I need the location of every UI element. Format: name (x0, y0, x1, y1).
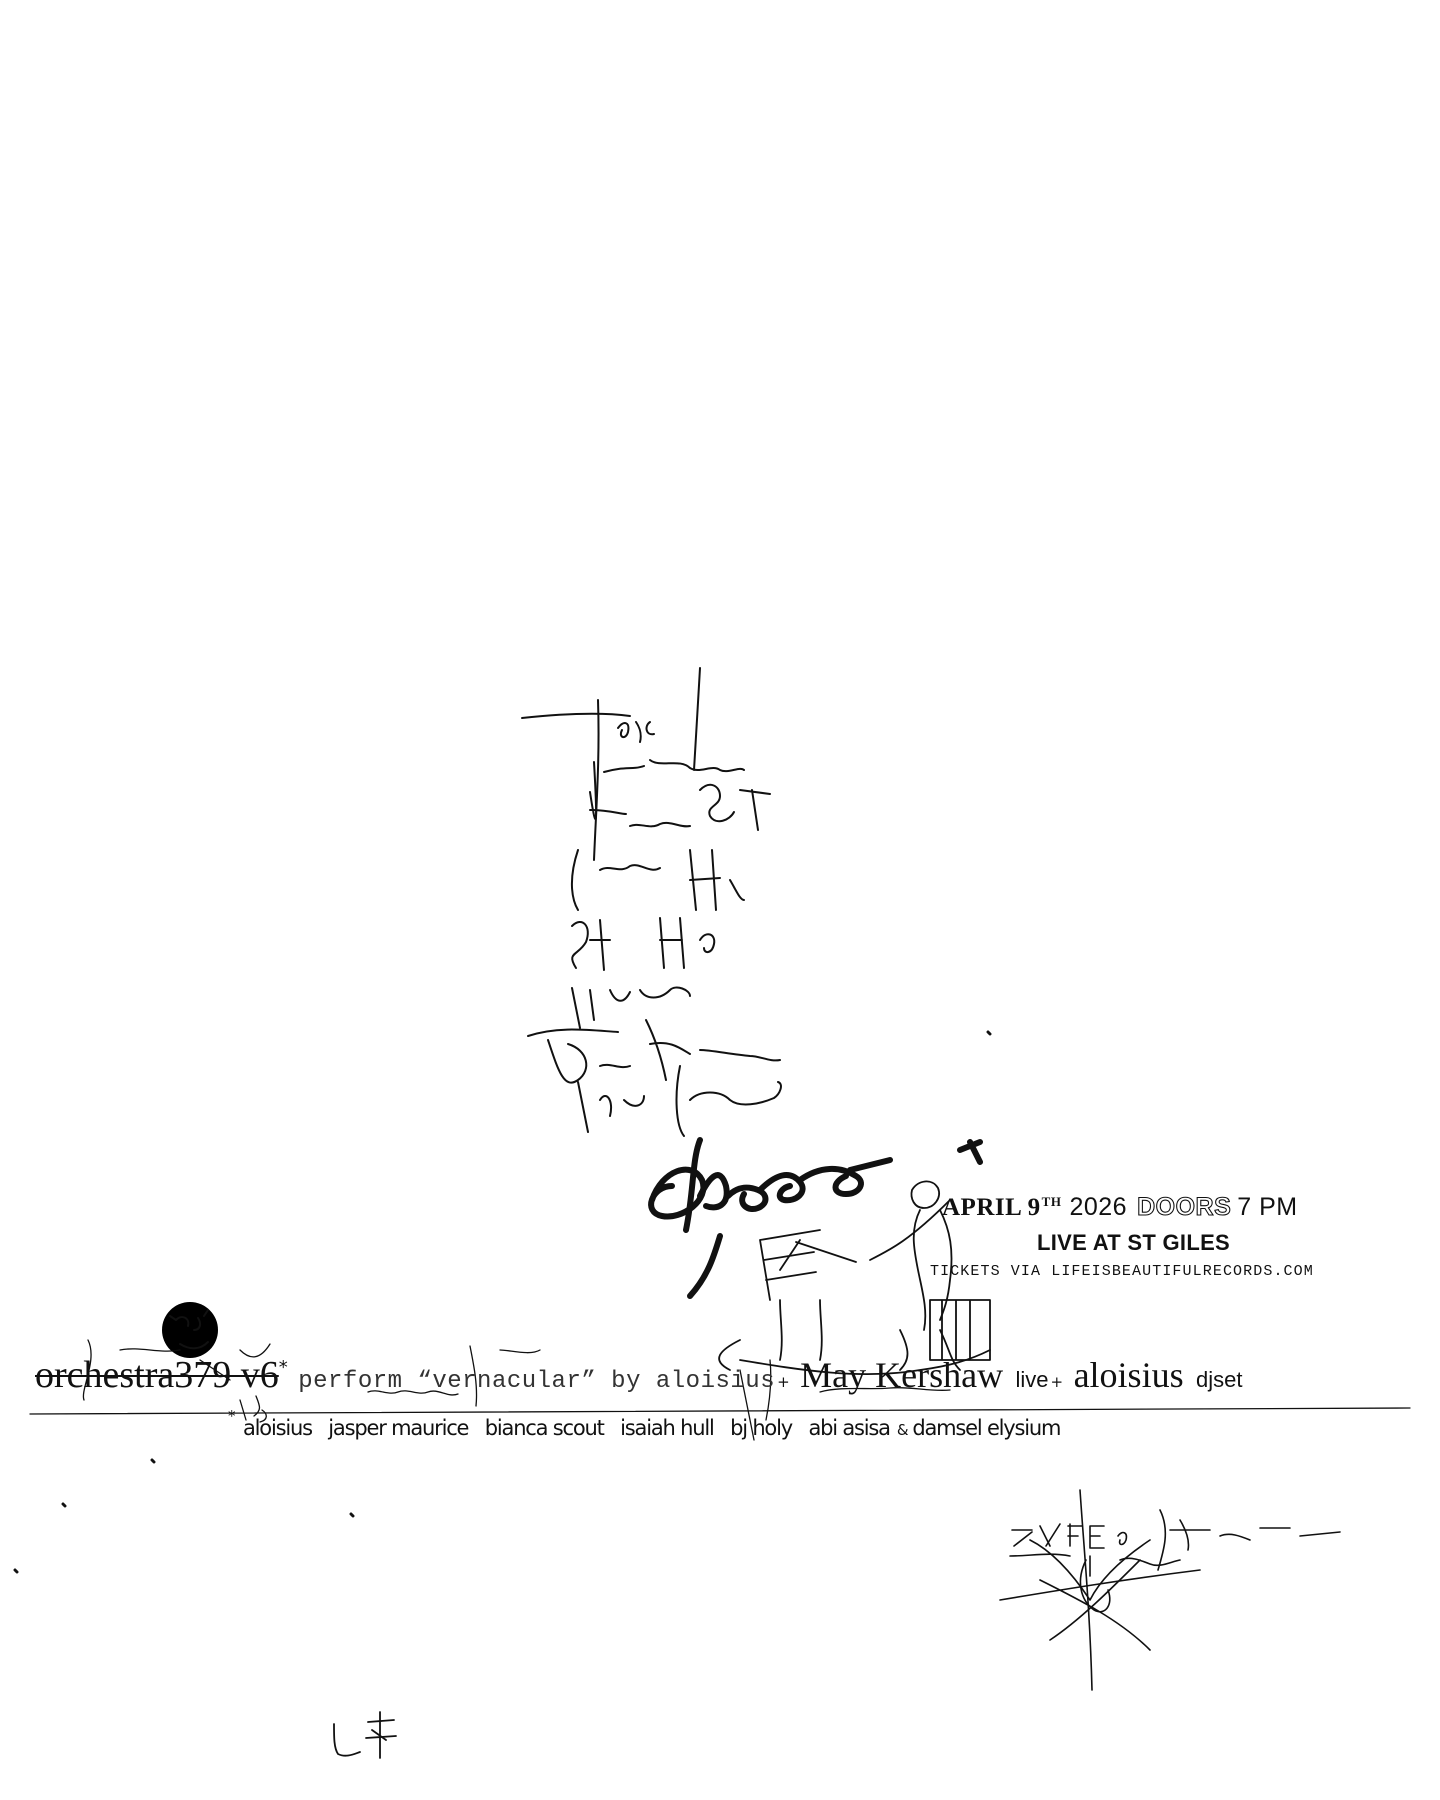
performer-name: abi asisa (808, 1416, 891, 1440)
plus-sign: + (777, 1373, 790, 1391)
coin-stamp-icon (162, 1302, 218, 1358)
performer-name: damsel elysium (912, 1416, 1061, 1440)
performer-name: aloisius (243, 1416, 313, 1440)
stray-dots (13, 1030, 992, 1574)
artist1-note: live (1015, 1367, 1049, 1392)
star-icon: * (278, 1357, 288, 1378)
event-date: APRIL 9 (942, 1194, 1041, 1221)
ampersand: & (896, 1421, 909, 1439)
artist-may-kershaw: May Kershaw (800, 1355, 1004, 1395)
tickets-link[interactable]: TICKETS VIA LIFEISBEAUTIFULRECORDS.COM (930, 1263, 1314, 1280)
artist2-note: djset (1196, 1367, 1243, 1392)
artist-aloisius: aloisius (1073, 1355, 1184, 1395)
handwritten-names (521, 667, 782, 1137)
venue: LIVE AT ST GILES (1037, 1230, 1231, 1255)
date-suffix: TH (1041, 1194, 1062, 1209)
event-year: 2026 (1069, 1193, 1128, 1221)
performer-name: bianca scout (484, 1416, 605, 1440)
performer-name: jasper maurice (328, 1416, 469, 1440)
life-logo (648, 1137, 983, 1299)
headline-scribbles (29, 1339, 1411, 1441)
perform-text: perform “vernacular” by aloisius (298, 1368, 776, 1395)
doors-label: DOORS (1137, 1192, 1232, 1221)
musician-sketch-icon (718, 1180, 991, 1376)
lf-mark (333, 1711, 397, 1759)
headline: orchestra379 v6* perform “vernacular” by… (35, 1353, 1405, 1397)
ensemble-name: orchestra379 v6 (35, 1354, 279, 1396)
star-icon: * (228, 1407, 236, 1425)
performer-name: isaiah hull (620, 1416, 715, 1440)
performer-name: bj holy (730, 1416, 793, 1440)
plus-sign-2: + (1050, 1373, 1064, 1391)
performers-list: * aloisius jasper maurice bianca scout i… (228, 1407, 1071, 1440)
event-time: 7 PM (1237, 1193, 1298, 1221)
corner-scrawl (999, 1489, 1341, 1691)
